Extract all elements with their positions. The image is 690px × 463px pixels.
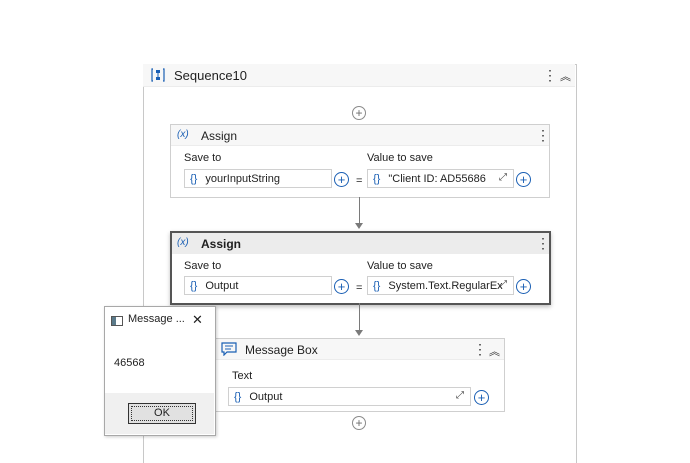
connector-arrow-icon (355, 223, 363, 229)
connector-line (359, 197, 360, 223)
assign-1-save-to-field[interactable]: {} yourInputString (184, 169, 332, 188)
message-box-header (214, 339, 504, 360)
message-box-plus-button[interactable]: + (474, 390, 489, 405)
ok-button[interactable]: OK (128, 403, 196, 424)
assign-2-value-label: Value to save (367, 260, 433, 272)
message-box-icon (221, 342, 237, 357)
sequence-collapse-icon[interactable]: ︽ (560, 71, 571, 83)
message-box-collapse-icon[interactable]: ︽ (489, 346, 500, 358)
assign-2-value-text: System.Text.RegularEx (388, 280, 503, 292)
assign-1-title: Assign (201, 129, 238, 143)
expression-icon: {} (373, 280, 381, 292)
assign-2-header (172, 233, 549, 254)
connector-line (359, 303, 360, 330)
assign-2-save-to-field[interactable]: {} Output (184, 276, 332, 295)
message-box-text-field[interactable]: {} Output (228, 387, 471, 406)
message-box-expand-icon[interactable]: ⤢ (456, 390, 464, 401)
close-icon[interactable]: ✕ (192, 312, 203, 327)
assign-2-save-to-value: Output (205, 280, 239, 292)
assign-2-value-plus-button[interactable]: + (516, 279, 531, 294)
assign-1-value-text: "Client ID: AD55686 (388, 173, 486, 185)
assign-2-expand-icon[interactable]: ⤢ (499, 279, 507, 290)
assign-2-variable-icon: (x) (177, 237, 189, 248)
assign-1-save-to-label: Save to (184, 152, 222, 164)
assign-1-value-field[interactable]: {} "Client ID: AD55686 (367, 169, 514, 188)
assign-1-save-to-value: yourInputString (205, 173, 280, 185)
assign-1-value-label: Value to save (367, 152, 433, 164)
add-activity-icon[interactable]: + (352, 416, 366, 430)
connector-arrow-icon (355, 330, 363, 336)
sequence-icon (151, 68, 165, 82)
dialog-message: 46568 (114, 357, 145, 369)
expression-icon: {} (190, 173, 198, 185)
dialog-title: Message ... (128, 313, 185, 325)
assign-1-more-icon[interactable]: ⋮ (536, 127, 550, 143)
expression-icon: {} (373, 173, 381, 185)
assign-2-save-to-plus-button[interactable]: + (334, 279, 349, 294)
assign-1-variable-icon: (x) (177, 129, 189, 140)
sequence-more-icon[interactable]: ⋮ (543, 67, 557, 83)
assign-1-equals: = (356, 175, 363, 187)
message-box-title: Message Box (245, 343, 318, 357)
sequence-title: Sequence10 (174, 68, 248, 83)
expression-icon: {} (190, 280, 198, 292)
message-box-text-value: Output (249, 391, 283, 403)
assign-2-equals: = (356, 282, 363, 294)
message-box-more-icon[interactable]: ⋮ (473, 341, 487, 357)
assign-2-title: Assign (201, 237, 242, 251)
message-box-text-label: Text (232, 370, 253, 382)
add-activity-icon[interactable]: + (352, 106, 366, 120)
assign-1-header (171, 125, 549, 146)
expression-icon: {} (234, 391, 242, 403)
assign-2-more-icon[interactable]: ⋮ (536, 235, 550, 251)
sequence-header[interactable] (143, 64, 575, 87)
assign-2-save-to-label: Save to (184, 260, 222, 272)
assign-1-expand-icon[interactable]: ⤢ (499, 172, 507, 183)
window-icon (111, 313, 123, 326)
assign-1-save-to-plus-button[interactable]: + (334, 172, 349, 187)
assign-2-value-field[interactable]: {} System.Text.RegularEx (367, 276, 514, 295)
assign-1-value-plus-button[interactable]: + (516, 172, 531, 187)
